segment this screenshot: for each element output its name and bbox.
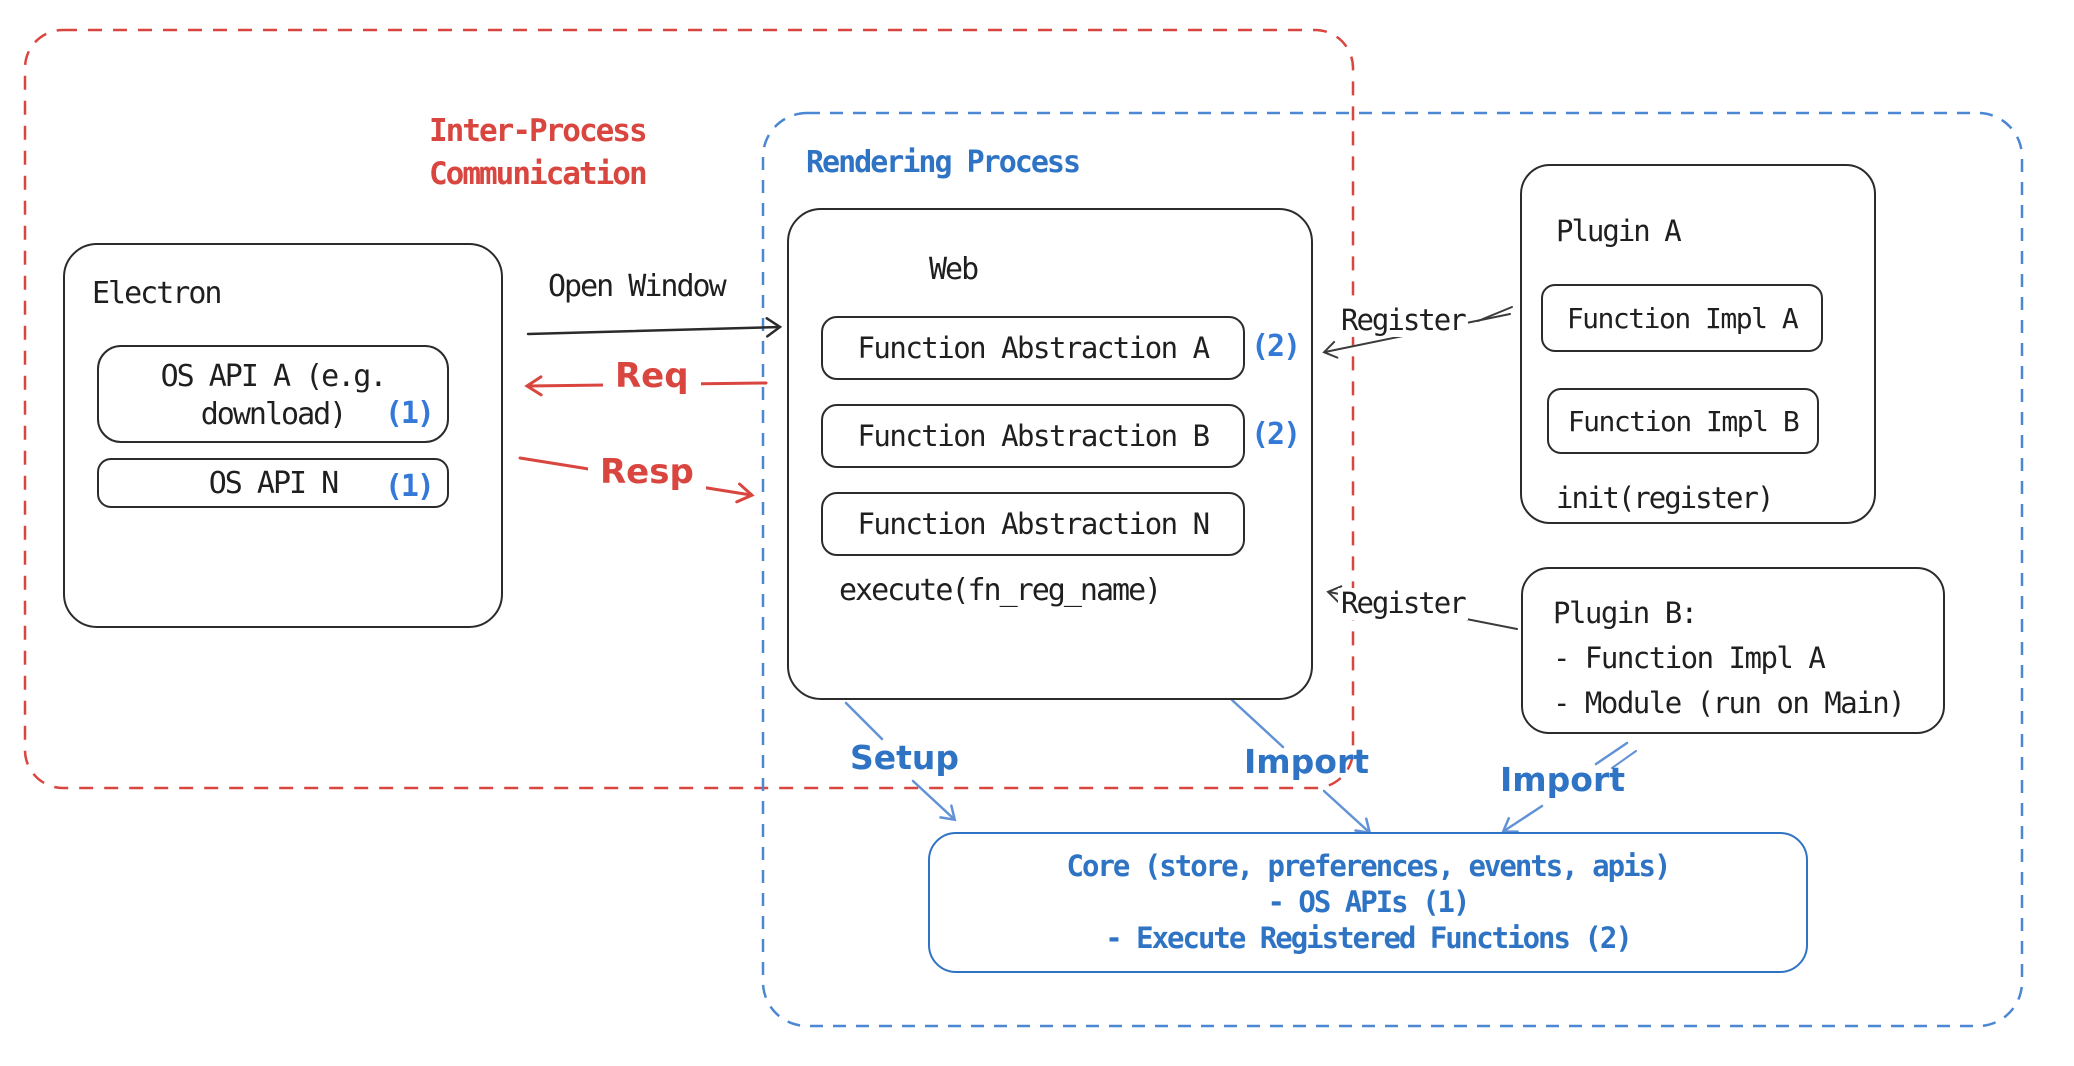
import-plugin-arrow-tail (1594, 741, 1629, 766)
function-impl-a-label: Function Impl A (1566, 301, 1799, 335)
os-api-n-box: OS API N (1) (97, 458, 449, 508)
rendering-process-label: Rendering Process (806, 145, 1081, 180)
core-box: Core (store, preferences, events, apis) … (928, 832, 1808, 973)
os-api-a-label: OS API A (e.g. download) (99, 358, 447, 434)
setup-arrow (911, 779, 957, 822)
core-text: Core (store, preferences, events, apis) … (930, 848, 1806, 956)
plugin-b-line2: - Function Impl A (1553, 641, 1826, 675)
function-impl-b-label: Function Impl B (1567, 404, 1800, 438)
function-abstraction-n-label: Function Abstraction N (857, 507, 1210, 541)
plugin-b-line3: - Module (run on Main) (1553, 686, 1906, 720)
register-a-arrow-tail (1477, 306, 1513, 322)
open-window-arrow (526, 317, 783, 338)
function-impl-b-box: Function Impl B (1547, 388, 1819, 454)
web-title: Web (929, 252, 979, 287)
function-abstraction-b-badge: (2) (1251, 417, 1301, 452)
os-api-a-box: OS API A (e.g. download) (1) (97, 345, 449, 443)
import-plugin-arrow (1501, 804, 1544, 833)
import-web-arrow (1322, 789, 1372, 835)
rendering-process-boundary (761, 111, 2024, 1028)
os-api-n-label: OS API N (208, 465, 339, 501)
function-abstraction-b-box: Function Abstraction B (821, 404, 1245, 468)
ipc-label-line1: Inter-Process (429, 113, 648, 149)
function-abstraction-a-box: Function Abstraction A (821, 316, 1245, 380)
function-abstraction-b-label: Function Abstraction B (857, 419, 1210, 453)
os-api-a-line2: download) (200, 397, 348, 432)
os-api-n-badge: (1) (384, 469, 435, 504)
function-abstraction-a-label: Function Abstraction A (857, 331, 1210, 365)
os-api-a-badge: (1) (384, 396, 435, 431)
import-plugin-label: Import (1500, 760, 1626, 799)
function-abstraction-n-box: Function Abstraction N (821, 492, 1245, 556)
core-line3: - Execute Registered Functions (2) (1105, 921, 1633, 955)
ipc-label-line2: Communication (429, 156, 648, 192)
plugin-a-init-label: init(register) (1556, 481, 1774, 515)
core-line2: - OS APIs (1) (1267, 885, 1471, 919)
plugin-a-title: Plugin A (1556, 214, 1682, 248)
ipc-boundary (23, 28, 1355, 790)
os-api-a-line1: OS API A (e.g. (160, 359, 388, 394)
plugin-b-text: Plugin B: - Function Impl A - Module (ru… (1553, 591, 1906, 726)
import-web-arrow-tail (1230, 698, 1285, 749)
import-web-label: Import (1244, 742, 1370, 781)
function-abstraction-a-badge: (2) (1251, 329, 1301, 364)
plugin-b-line1: Plugin B: (1553, 596, 1698, 630)
import-plugin-arrow-tail2 (1611, 750, 1637, 769)
register-b-label: Register (1338, 587, 1468, 620)
register-a-label: Register (1338, 304, 1468, 337)
setup-arrow-tail (844, 701, 884, 741)
plugin-b-box: Plugin B: - Function Impl A - Module (ru… (1521, 567, 1945, 734)
core-line1: Core (store, preferences, events, apis) (1066, 849, 1672, 883)
electron-title: Electron (92, 276, 222, 311)
req-label: Req (603, 357, 701, 396)
execute-label: execute(fn_reg_name) (839, 573, 1162, 608)
open-window-label: Open Window (548, 269, 727, 304)
setup-label: Setup (850, 738, 960, 777)
function-impl-a-box: Function Impl A (1541, 284, 1823, 352)
resp-label: Resp (588, 453, 706, 492)
ipc-label: Inter-Process Communication (429, 110, 648, 196)
